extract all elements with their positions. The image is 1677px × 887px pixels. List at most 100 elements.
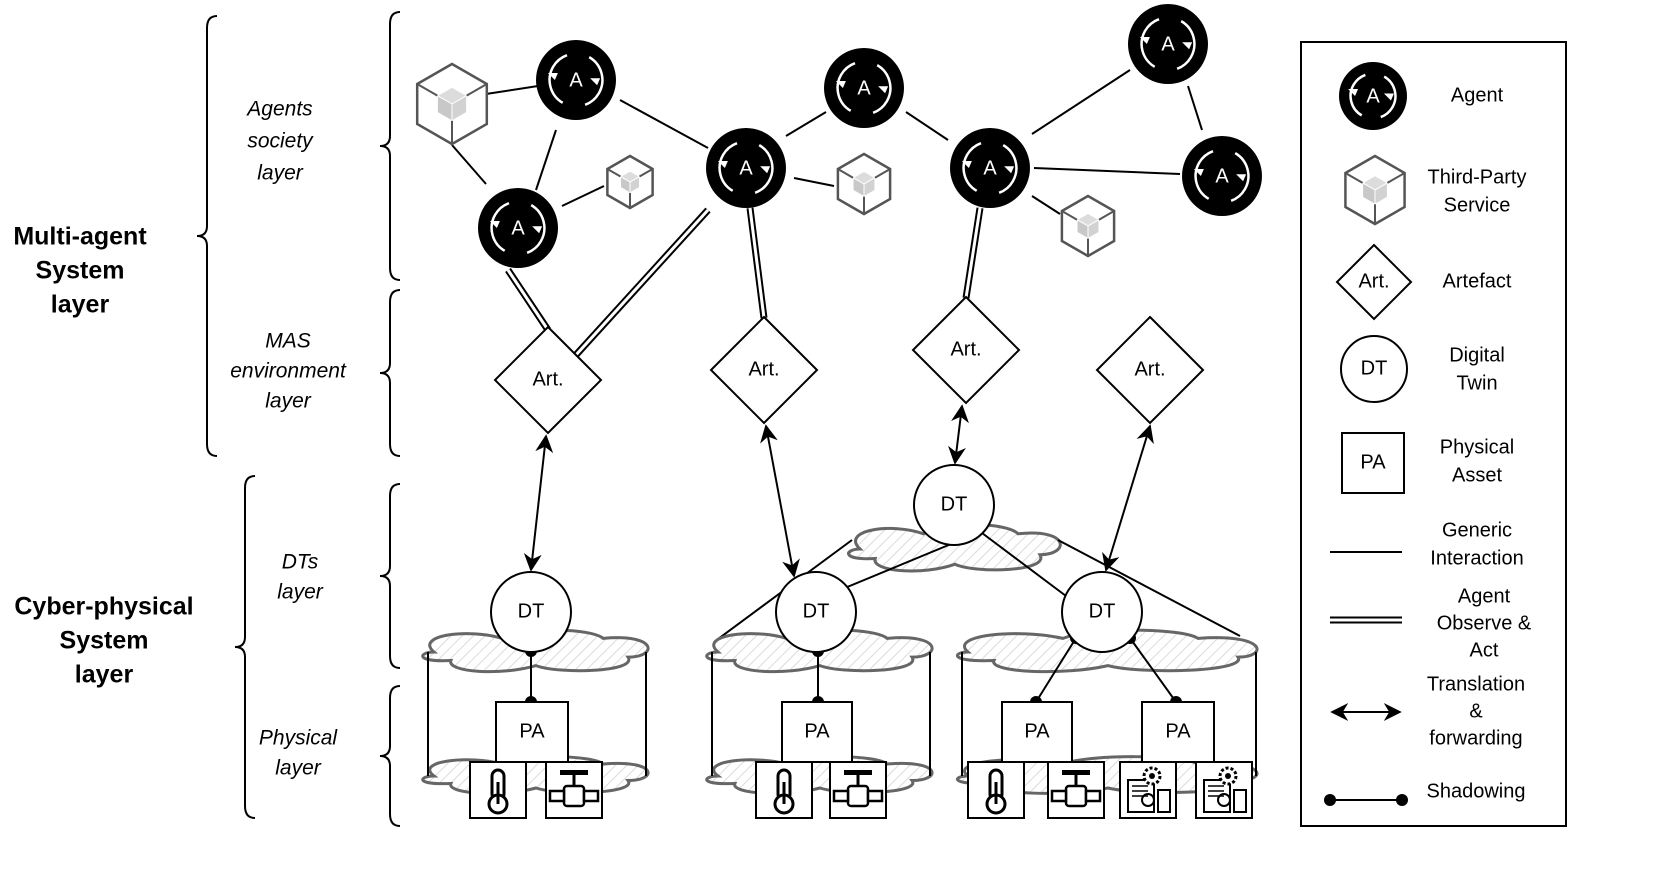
physical-asset-box bbox=[1341, 432, 1405, 494]
arrowhead-icon bbox=[717, 161, 728, 168]
artefact-node: Art. bbox=[493, 325, 603, 435]
agent-node: A bbox=[1128, 4, 1208, 84]
cps-layer-label-line: layer bbox=[75, 661, 134, 689]
physical-asset-label: PA bbox=[519, 720, 545, 742]
digital-twin-node: DT bbox=[1340, 335, 1408, 403]
valve-body bbox=[846, 784, 870, 808]
artefact-label: Art. bbox=[1358, 270, 1389, 292]
cube-edge bbox=[606, 168, 621, 178]
arrowhead-icon bbox=[1139, 37, 1150, 44]
artefact-label: Art. bbox=[748, 358, 779, 380]
agent-node: A bbox=[950, 128, 1030, 208]
legend-artefact-label-line: Artefact bbox=[1443, 270, 1512, 292]
double-line-inner bbox=[506, 269, 550, 331]
physical-asset-label: PA bbox=[1165, 720, 1191, 742]
gear-hub bbox=[1225, 773, 1231, 779]
legend-artefact-label: Artefact bbox=[1443, 270, 1512, 292]
layer-brace bbox=[379, 685, 401, 827]
arrowhead-icon bbox=[1236, 174, 1247, 182]
gear-document-icon bbox=[1195, 761, 1253, 819]
agent-label: A bbox=[569, 69, 583, 91]
agent-label: A bbox=[1161, 33, 1175, 55]
legend-shadowing-label-line: Shadowing bbox=[1427, 780, 1526, 802]
cube-edge bbox=[1061, 210, 1078, 221]
agent-label: A bbox=[1215, 165, 1229, 187]
legend-shadowing-dot bbox=[1324, 794, 1336, 806]
legend-agent-label-line: Agent bbox=[1451, 84, 1504, 106]
mas-environment-layer-label-line: environment bbox=[230, 360, 347, 383]
cube-edge bbox=[874, 168, 891, 179]
arrowhead-icon bbox=[489, 221, 500, 228]
generic-interaction-line bbox=[485, 85, 539, 95]
valve-pipe bbox=[582, 789, 600, 803]
observe-act-double-line bbox=[505, 268, 551, 332]
arrowhead-icon bbox=[547, 73, 558, 80]
agent-label: A bbox=[983, 157, 997, 179]
digital-twin-circle bbox=[775, 571, 857, 653]
arrowhead-icon bbox=[835, 81, 846, 88]
third-party-service-node bbox=[606, 154, 654, 210]
agents-society-layer-label-line: layer bbox=[257, 162, 304, 185]
agent-node: A bbox=[536, 40, 616, 120]
observe-act-double-line bbox=[746, 207, 768, 319]
valve-body bbox=[562, 784, 586, 808]
valve-icon bbox=[829, 761, 887, 819]
valve-pipe bbox=[866, 789, 884, 803]
digital-twin-label: DT bbox=[803, 600, 830, 622]
shadowing-link bbox=[525, 645, 537, 708]
generic-interaction-line bbox=[1031, 69, 1131, 135]
layer-brace bbox=[196, 15, 218, 457]
digital-twin-label: DT bbox=[941, 493, 968, 515]
digital-twin-circle bbox=[1340, 335, 1408, 403]
third-party-service-node bbox=[1344, 154, 1406, 226]
thermometer-icon bbox=[967, 761, 1025, 819]
digital-twin-node: DT bbox=[775, 571, 857, 653]
valve-icon bbox=[545, 761, 603, 819]
agent-icon bbox=[478, 188, 558, 268]
artefact-diamond bbox=[1335, 243, 1413, 321]
arrowhead-icon bbox=[1383, 93, 1394, 101]
agent-label: A bbox=[857, 77, 871, 99]
legend-physical-asset-label-line: Physical bbox=[1440, 436, 1514, 458]
cycle-arrows-icon bbox=[490, 200, 546, 256]
layer-brace bbox=[379, 289, 401, 457]
arrowhead-icon bbox=[1348, 88, 1359, 96]
agent-label: A bbox=[1366, 85, 1380, 107]
legend-translation-label-line: Translation bbox=[1427, 673, 1525, 695]
legend-digital-twin-label-line: Twin bbox=[1456, 372, 1497, 394]
physical-asset-node: PA bbox=[781, 701, 853, 763]
third-party-service-node bbox=[1060, 194, 1116, 258]
double-line-inner bbox=[748, 207, 766, 319]
artefact-label: Art. bbox=[532, 368, 563, 390]
artefact-node: Art. bbox=[911, 295, 1021, 405]
agent-icon bbox=[950, 128, 1030, 208]
legend-translation-label: Translation&forwarding bbox=[1427, 673, 1525, 749]
side-panel bbox=[1233, 789, 1247, 813]
mas-environment-layer-label-line: layer bbox=[265, 390, 312, 413]
legend-shadowing-label: Shadowing bbox=[1427, 780, 1526, 802]
digital-twin-node: DT bbox=[490, 571, 572, 653]
agent-label: A bbox=[511, 217, 525, 239]
legend-third-party-label-line: Third-Party bbox=[1428, 166, 1527, 188]
generic-interaction-line bbox=[451, 144, 487, 185]
shadowing-line bbox=[1129, 637, 1177, 703]
cube-edge bbox=[639, 168, 654, 178]
artefact-diamond bbox=[1095, 315, 1205, 425]
agent-icon bbox=[1128, 4, 1208, 84]
digital-twin-label: DT bbox=[1089, 600, 1116, 622]
double-line-inner bbox=[573, 208, 710, 358]
cube-edge bbox=[1344, 172, 1364, 184]
legend-frame bbox=[1300, 41, 1567, 827]
physical-asset-label: PA bbox=[804, 720, 830, 742]
generic-interaction-line bbox=[1031, 195, 1061, 215]
artefact-diamond bbox=[709, 315, 819, 425]
generic-interaction-line bbox=[785, 111, 827, 137]
cylinder-side bbox=[1057, 539, 1241, 637]
valve-pipe bbox=[1084, 789, 1102, 803]
